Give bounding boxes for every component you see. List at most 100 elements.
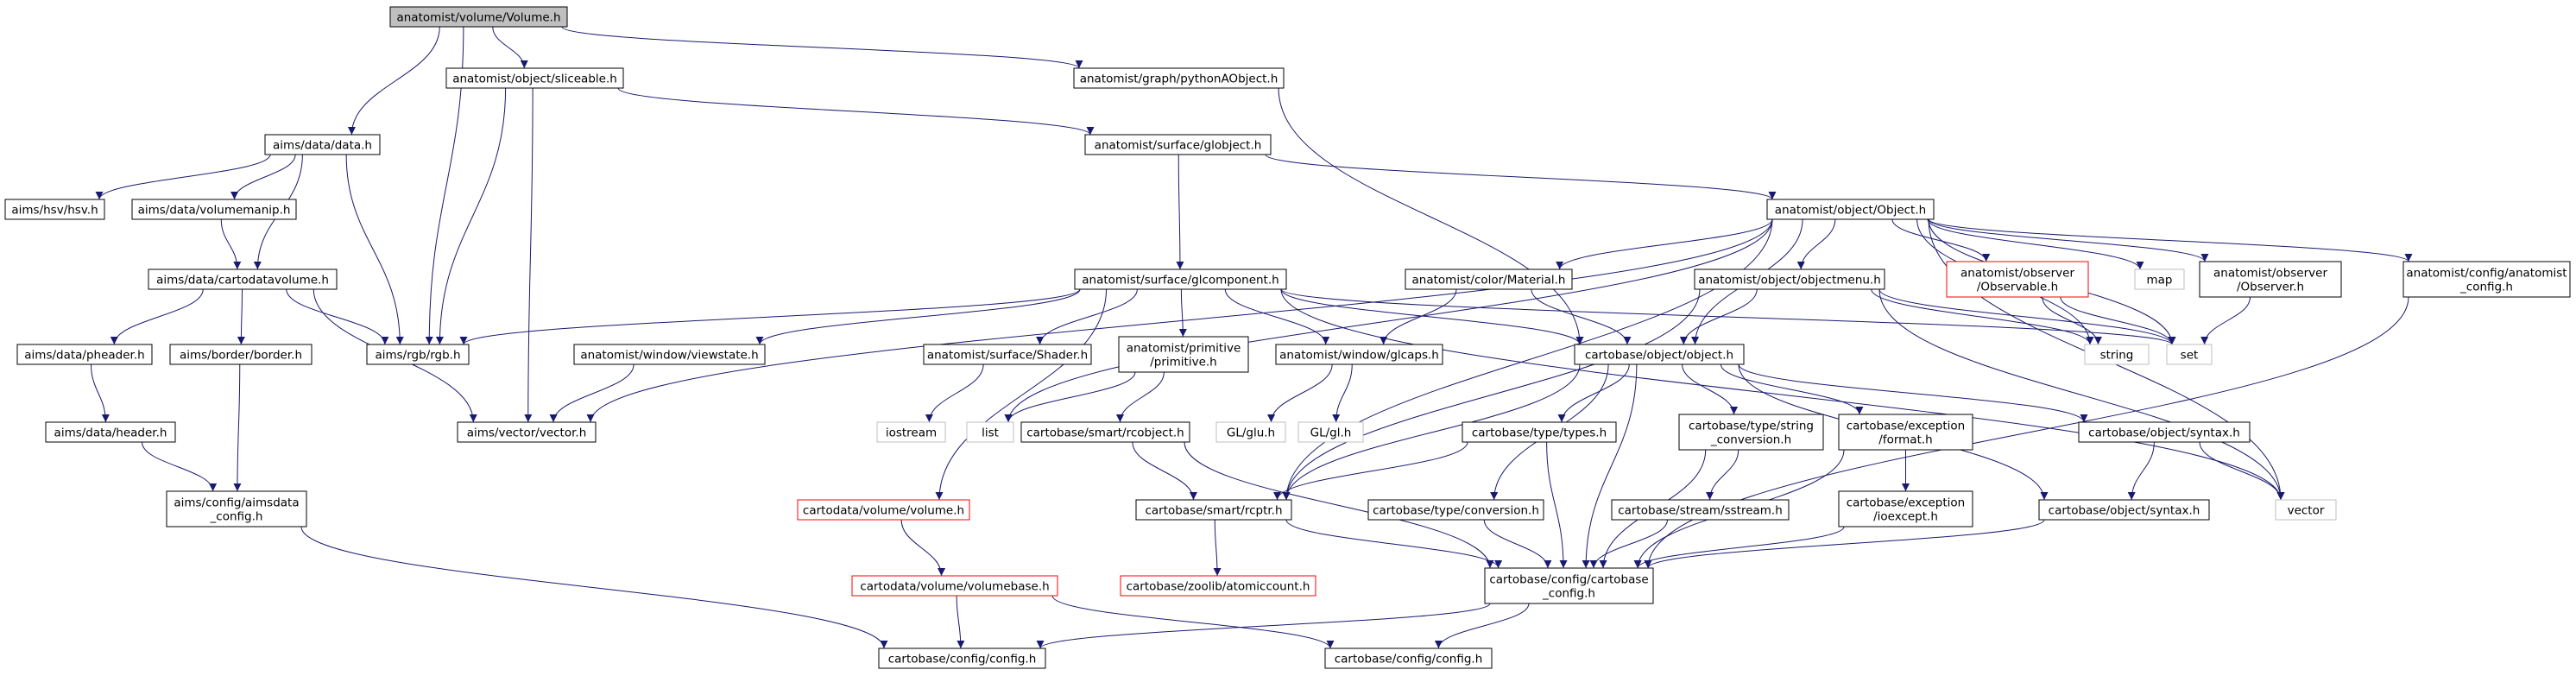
node-aimsdata-config-h[interactable]: aims/config/aimsdata_config.h: [166, 490, 307, 528]
node-rgb-h[interactable]: aims/rgb/rgb.h: [366, 344, 470, 365]
node-set[interactable]: set: [2166, 344, 2213, 365]
node-label: aims/border/border.h: [180, 349, 302, 363]
node-label: anatomist/surface/globject.h: [1095, 139, 1262, 153]
node-sstream-h[interactable]: cartobase/stream/sstream.h: [1611, 499, 1790, 521]
edge-material-h-to-glcaps-h: [1380, 288, 1457, 345]
node-box: [2199, 261, 2342, 298]
node-list[interactable]: list: [966, 421, 1014, 443]
node-cartodata-volume-h[interactable]: cartodata/volume/volume.h: [797, 499, 970, 521]
node-aims-data-h[interactable]: aims/data/data.h: [264, 134, 381, 155]
node-volume-h[interactable]: anatomist/volume/Volume.h: [389, 6, 568, 28]
node-string[interactable]: string: [2084, 344, 2150, 365]
edge-rcobject-h-to-rcptr-h: [1132, 441, 1197, 501]
node-vector[interactable]: vector: [2275, 499, 2337, 521]
node-conversion-h[interactable]: cartobase/type/conversion.h: [1367, 499, 1544, 521]
node-box: [166, 490, 307, 528]
node-sliceable-h[interactable]: anatomist/object/sliceable.h: [445, 67, 624, 89]
edge-rcptr-h-to-atomiccount-h: [1213, 519, 1222, 577]
edge-cartodatavolume-h-to-rgb-h: [286, 288, 389, 345]
node-format-h[interactable]: cartobase/exception/format.h: [1838, 414, 1973, 451]
node-observable-h[interactable]: anatomist/observer/Observable.h: [1946, 261, 2089, 298]
node-rcobject-h[interactable]: cartobase/smart/rcobject.h: [1020, 421, 1190, 443]
edge-cartobase-config-h-to-config-h-b: [1434, 603, 1530, 649]
node-primitive-h[interactable]: anatomist/primitive/primitive.h: [1118, 336, 1249, 373]
node-rcptr-h[interactable]: cartobase/smart/rcptr.h: [1135, 499, 1292, 521]
node-vector-h[interactable]: aims/vector/vector.h: [457, 421, 597, 443]
node-box: [2038, 499, 2210, 521]
edge-object-h-to-list: [1004, 218, 1773, 423]
node-pythonaobject-h[interactable]: anatomist/graph/pythonAObject.h: [1073, 67, 1285, 89]
node-label: _config.h: [210, 510, 263, 524]
node-label: aims/config/aimsdata: [174, 496, 299, 510]
node-label: string: [2100, 349, 2134, 363]
node-cb-syntax-dir-h[interactable]: cartobase/object/syntax.h: [2078, 421, 2251, 443]
edge-pheader-h-to-aims-header-h: [91, 363, 110, 423]
node-config-h-b[interactable]: cartobase/config/config.h: [1324, 648, 1493, 669]
node-box: [1120, 575, 1316, 597]
node-box: [1297, 421, 1364, 443]
edge-glrobject-h-to-glcomponent-h: [1176, 154, 1184, 270]
edge-material-h-to-cb-object-h: [1531, 288, 1632, 345]
node-border-h[interactable]: aims/border/border.h: [169, 344, 313, 365]
node-map[interactable]: map: [2134, 269, 2185, 290]
node-objectmenu-h[interactable]: anatomist/object/objectmenu.h: [1694, 269, 1885, 290]
edges-layer: [91, 26, 2413, 649]
node-glu-h[interactable]: GL/glu.h: [1215, 421, 1286, 443]
edge-objectmenu-h-to-cb-object-h: [1679, 288, 1758, 345]
node-object-h[interactable]: anatomist/object/Object.h: [1766, 199, 1935, 220]
node-viewstate-h[interactable]: anatomist/window/viewstate.h: [573, 344, 766, 365]
edge-conversion-h-to-cartobase-config-h: [1483, 519, 1552, 569]
edge-objectmenu-h-to-string: [1871, 288, 2094, 345]
node-cartobase-config-h[interactable]: cartobase/config/cartobase_config.h: [1484, 567, 1654, 604]
node-ioexcept-h[interactable]: cartobase/exception/ioexcept.h: [1838, 490, 1973, 528]
edge-border-h-to-aimsdata-config-h: [233, 363, 242, 492]
node-iostream[interactable]: iostream: [876, 421, 946, 443]
edge-sstream-h-to-cartobase-config-h: [1589, 519, 1668, 569]
node-glrobject-h[interactable]: anatomist/surface/globject.h: [1084, 134, 1272, 155]
edge-volumebase-h-to-config-h-a: [956, 595, 965, 649]
node-observer-h[interactable]: anatomist/observer/Observer.h: [2199, 261, 2342, 298]
node-pheader-h[interactable]: aims/data/pheader.h: [16, 344, 153, 365]
node-glcomponent-h[interactable]: anatomist/surface/glcomponent.h: [1074, 269, 1287, 290]
node-label: cartobase/object/syntax.h: [2088, 426, 2240, 440]
node-label: cartobase/type/types.h: [1472, 426, 1607, 440]
edge-aims-data-h-to-rgb-h: [345, 154, 404, 345]
node-label: anatomist/object/objectmenu.h: [1698, 274, 1881, 287]
node-box: [366, 344, 470, 365]
node-label: cartobase/object/object.h: [1585, 349, 1733, 363]
node-label: iostream: [886, 426, 937, 440]
node-volumebase-h[interactable]: cartodata/volume/volumebase.h: [851, 575, 1058, 597]
node-cb-object-h[interactable]: cartobase/object/object.h: [1574, 344, 1745, 365]
node-atomiccount-h[interactable]: cartobase/zoolib/atomiccount.h: [1120, 575, 1316, 597]
node-types-h[interactable]: cartobase/type/types.h: [1462, 421, 1617, 443]
node-label: cartobase/exception: [1847, 420, 1966, 433]
node-gl-h[interactable]: GL/gl.h: [1297, 421, 1364, 443]
node-label: aims/data/cartodatavolume.h: [156, 274, 329, 287]
node-cartodatavolume-h[interactable]: aims/data/cartodatavolume.h: [148, 269, 338, 290]
node-label: GL/gl.h: [1310, 426, 1352, 440]
edge-object-h-to-map: [1927, 218, 2144, 270]
node-label: aims/data/volumemanip.h: [138, 204, 291, 218]
edge-observable-h-to-set: [2060, 296, 2176, 345]
node-aims-header-h[interactable]: aims/data/header.h: [45, 421, 176, 443]
node-volumemanip-h[interactable]: aims/data/volumemanip.h: [131, 199, 297, 220]
nodes-layer: anatomist/volume/Volume.h anatomist/objec…: [4, 6, 2571, 669]
node-box: [966, 421, 1014, 443]
node-box: [1020, 421, 1190, 443]
node-glcaps-h[interactable]: anatomist/window/glcaps.h: [1275, 344, 1443, 365]
node-config-h-a[interactable]: cartobase/config/config.h: [878, 648, 1046, 669]
node-hsv-h[interactable]: aims/hsv/hsv.h: [4, 199, 105, 220]
node-shader-h[interactable]: anatomist/surface/Shader.h: [923, 344, 1092, 365]
node-cb-syntax-h[interactable]: cartobase/object/syntax.h: [2038, 499, 2210, 521]
edge-cb-object-h-to-format-h: [1720, 363, 1864, 415]
node-label: anatomist/surface/Shader.h: [927, 349, 1088, 363]
edge-glcaps-h-to-glu-h: [1267, 363, 1333, 423]
node-string-conversion-h[interactable]: cartobase/type/string_conversion.h: [1678, 414, 1824, 451]
node-box: [1838, 490, 1973, 528]
node-label: /primitive.h: [1150, 356, 1217, 370]
node-material-h[interactable]: anatomist/color/Material.h: [1405, 269, 1573, 290]
node-anatomist-config-h[interactable]: anatomist/config/anatomist_config.h: [2402, 261, 2571, 298]
node-box: [45, 421, 176, 443]
edge-ioexcept-h-to-cartobase-config-h: [1633, 526, 1845, 569]
node-label: anatomist/primitive: [1127, 342, 1241, 356]
